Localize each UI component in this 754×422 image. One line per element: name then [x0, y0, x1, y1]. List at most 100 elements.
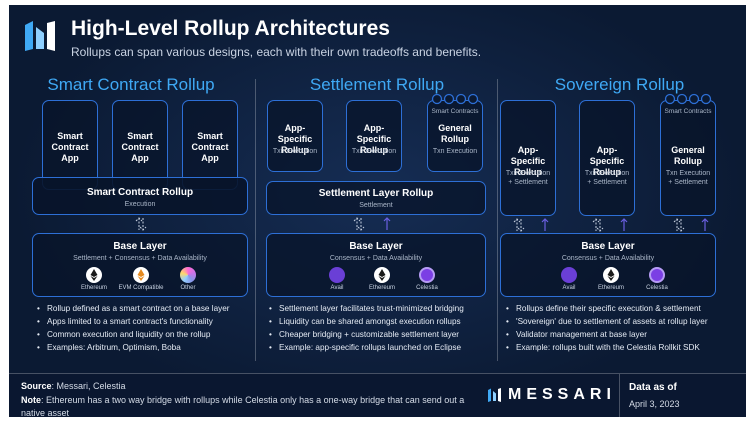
rollup-box-title: App-Specific Rollup — [510, 145, 546, 177]
rollup-box-title: General Rollup — [438, 123, 472, 144]
coin-label: Ethereum — [80, 285, 107, 291]
app-specific-rollup-box: App-Specific Rollup Txn Execution — [346, 100, 402, 172]
ethereum-icon — [603, 267, 619, 283]
base-layer-box: Base Layer Consensus + Data Availability… — [500, 233, 716, 297]
coin-label: Celestia — [416, 285, 438, 291]
source-line: Source: Messari, Celestia — [21, 380, 481, 393]
smart-contract-rings-icon — [664, 93, 712, 105]
note-line: Note: Ethereum has a two way bridge with… — [21, 394, 481, 417]
bidirectional-arrow-icon — [353, 217, 365, 231]
sovereign-rollup-title: Sovereign Rollup — [554, 75, 685, 94]
app-specific-rollup-box: App-Specific Rollup Txn Execution — [267, 100, 323, 172]
ethereum-icon — [86, 267, 102, 283]
bullet-item: Validator management at base layer — [506, 328, 708, 341]
settlement-rollup-title: Settlement Rollup — [309, 75, 445, 94]
rollup-box-title: App-Specific Rollup — [277, 123, 313, 155]
smart-contracts-tag: Smart Contracts — [431, 108, 479, 115]
ethereum-icon — [374, 267, 390, 283]
coin-label: Avail — [330, 285, 344, 291]
source-text: : Messari, Celestia — [51, 381, 126, 391]
smart-contract-app-label: Smart Contract App — [51, 131, 89, 163]
rollup-box-sub: Txn Execution — [432, 148, 478, 155]
evm-compatible-icon — [133, 267, 149, 283]
rollup-box-title: General Rollup — [671, 145, 705, 166]
bullet-item: 'Sovereign' due to settlement of assets … — [506, 315, 708, 328]
bullet-item: Example: app-specific rollups launched o… — [269, 341, 464, 354]
base-layer-sub: Settlement + Consensus + Data Availabili… — [73, 255, 207, 262]
smart-contract-app-label: Smart Contract App — [121, 131, 159, 163]
column-divider — [497, 79, 498, 361]
base-layer-sub: Consensus + Data Availability — [561, 255, 655, 262]
messari-logo-icon — [25, 21, 55, 51]
page-subtitle: Rollups can span various designs, each w… — [71, 45, 482, 59]
infographic-frame: High-Level Rollup Architectures Rollups … — [9, 5, 746, 417]
coin-label: Ethereum — [597, 285, 624, 291]
note-text: : Ethereum has a two way bridge with rol… — [21, 395, 465, 417]
smart-contract-rollup-box: Smart Contract Rollup Execution — [32, 177, 248, 215]
up-arrow-icon — [620, 218, 628, 231]
coin-label: Celestia — [646, 285, 668, 291]
smart-contract-rollup-box-title: Smart Contract Rollup — [86, 187, 194, 198]
smart-contract-app-box: Smart Contract App — [182, 100, 238, 190]
smart-contract-bullets: Rollup defined as a smart contract on a … — [37, 302, 230, 354]
data-as-of-label: Data as of — [629, 382, 677, 393]
bidirectional-arrow-icon — [135, 217, 147, 231]
bidirectional-arrow-icon — [592, 218, 604, 232]
other-chain-icon — [180, 267, 196, 283]
bullet-item: Common execution and liquidity on the ro… — [37, 328, 230, 341]
footer-divider — [619, 374, 620, 417]
celestia-icon — [649, 267, 665, 283]
bullet-item: Cheaper bridging + customizable settleme… — [269, 328, 464, 341]
rollup-box-sub: Txn Execution — [272, 148, 318, 155]
up-arrow-icon — [383, 217, 391, 230]
bidirectional-arrow-icon — [513, 218, 525, 232]
settlement-layer-title: Settlement Layer Rollup — [318, 188, 434, 199]
base-layer-title: Base Layer — [349, 241, 403, 252]
note-label: Note — [21, 395, 41, 405]
settlement-bullets: Settlement layer facilitates trust-minim… — [269, 302, 464, 354]
footer: Source: Messari, Celestia Note: Ethereum… — [9, 373, 746, 417]
column-divider — [255, 79, 256, 361]
base-layer-box: Base Layer Consensus + Data Availability… — [266, 233, 486, 297]
bullet-item: Example: rollups built with the Celestia… — [506, 341, 708, 354]
coin-label: Avail — [562, 285, 576, 291]
bidirectional-arrow-icon — [673, 218, 685, 232]
base-layer-sub: Consensus + Data Availability — [329, 255, 423, 262]
up-arrow-icon — [541, 218, 549, 231]
settlement-layer-rollup-box: Settlement Layer Rollup Settlement — [266, 181, 486, 215]
bullet-item: Liquidity can be shared amongst executio… — [269, 315, 464, 328]
smart-contract-app-box: Smart Contract App — [112, 100, 168, 190]
settlement-layer-sub: Settlement — [359, 202, 393, 209]
bullet-item: Examples: Arbitrum, Optimism, Boba — [37, 341, 230, 354]
avail-icon — [329, 267, 345, 283]
page-title: High-Level Rollup Architectures — [71, 17, 390, 40]
source-label: Source — [21, 381, 52, 391]
rollup-box-sub: Txn Execution + Settlement — [665, 170, 711, 186]
messari-logo-icon — [488, 388, 501, 402]
smart-contract-app-box: Smart Contract App — [42, 100, 98, 190]
base-layer-title: Base Layer — [113, 241, 167, 252]
bullet-item: Rollups define their specific execution … — [506, 302, 708, 315]
smart-contract-app-label: Smart Contract App — [191, 131, 229, 163]
base-layer-title: Base Layer — [581, 241, 635, 252]
rollup-box-sub: Txn Execution + Settlement — [584, 170, 630, 186]
rollup-box-title: App-Specific Rollup — [356, 123, 392, 155]
data-date: April 3, 2023 — [629, 399, 680, 409]
sovereign-bullets: Rollups define their specific execution … — [506, 302, 708, 354]
rollup-box-sub: Txn Execution + Settlement — [505, 170, 551, 186]
coin-label: Ethereum — [368, 285, 395, 291]
base-layer-box: Base Layer Settlement + Consensus + Data… — [32, 233, 248, 297]
smart-contract-rollup-title: Smart Contract Rollup — [47, 75, 215, 94]
coin-label: EVM Compatible — [118, 285, 164, 291]
bullet-item: Apps limited to a smart contract's funct… — [37, 315, 230, 328]
app-specific-rollup-box: App-Specific Rollup Txn Execution + Sett… — [579, 100, 635, 216]
general-rollup-box: Smart Contracts General Rollup Txn Execu… — [660, 100, 716, 216]
app-specific-rollup-box: App-Specific Rollup Txn Execution + Sett… — [500, 100, 556, 216]
smart-contracts-tag: Smart Contracts — [664, 108, 712, 115]
bullet-item: Rollup defined as a smart contract on a … — [37, 302, 230, 315]
smart-contract-rollup-box-sub: Execution — [124, 201, 156, 208]
general-rollup-box: Smart Contracts General Rollup Txn Execu… — [427, 100, 483, 172]
avail-icon — [561, 267, 577, 283]
messari-brand: MESSARI — [508, 386, 616, 403]
coin-label: Other — [180, 285, 196, 291]
